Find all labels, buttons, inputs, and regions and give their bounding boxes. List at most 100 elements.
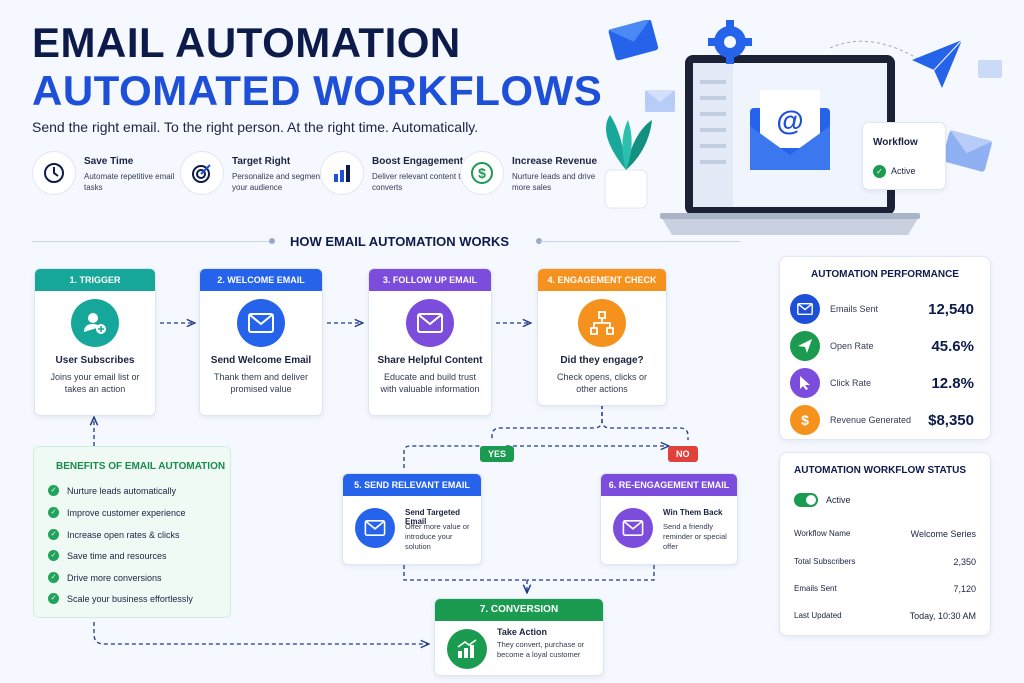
- check-icon: ✓: [48, 593, 59, 604]
- step-header: 7. CONVERSION: [435, 599, 603, 621]
- feature-increase-revenue: $ Increase Revenue Nurture leads and dri…: [460, 150, 610, 200]
- metric-open-rate: Open Rate 45.6%: [790, 328, 980, 364]
- step-desc: Educate and build trust with valuable in…: [380, 372, 480, 395]
- cursor-icon: [790, 368, 820, 398]
- check-icon: ✓: [48, 507, 59, 518]
- status-row: Emails Sent 7,120: [794, 584, 976, 594]
- branch-yes-badge: YES: [480, 446, 515, 462]
- step-follow-up-email: 3. FOLLOW UP EMAIL Share Helpful Content…: [368, 268, 492, 416]
- benefit-item: ✓ Scale your business effortlessly: [48, 593, 193, 604]
- metric-label: Click Rate: [830, 378, 872, 388]
- workflow-status-panel: AUTOMATION WORKFLOW STATUS Active Workfl…: [779, 452, 991, 636]
- metric-label: Open Rate: [830, 341, 874, 351]
- check-icon: ✓: [873, 165, 886, 178]
- step-title: Did they engage?: [560, 355, 644, 366]
- paper-plane-icon: [790, 331, 820, 361]
- benefits-title: BENEFITS OF EMAIL AUTOMATION: [56, 461, 226, 472]
- divider-dot: [269, 238, 275, 244]
- divider-right: [540, 241, 740, 242]
- workflow-badge-status: Active: [891, 166, 916, 176]
- step-header: 4. ENGAGEMENT CHECK: [538, 269, 666, 291]
- check-icon: ✓: [48, 572, 59, 583]
- envelope-icon: [406, 299, 454, 347]
- step-desc: Check opens, clicks or other actions: [556, 372, 648, 395]
- benefit-item: ✓ Nurture leads automatically: [48, 485, 176, 496]
- tagline: Send the right email. To the right perso…: [32, 119, 479, 135]
- user-add-icon: [71, 299, 119, 347]
- status-label: Emails Sent: [794, 584, 837, 593]
- metric-value: 12.8%: [931, 374, 974, 392]
- branch-icon: [578, 299, 626, 347]
- step-re-engagement-email: 6. RE-ENGAGEMENT EMAIL Win Them Back Sen…: [600, 473, 738, 565]
- step-title: Share Helpful Content: [377, 355, 483, 366]
- step-conversion: 7. CONVERSION Take Action They convert, …: [434, 598, 604, 676]
- benefit-label: Increase open rates & clicks: [67, 529, 180, 540]
- bar-chart-icon: [320, 151, 364, 195]
- benefit-label: Save time and resources: [67, 550, 167, 561]
- title-line-2: AUTOMATED WORKFLOWS: [32, 67, 603, 114]
- step-desc: Thank them and deliver promised value: [213, 372, 309, 395]
- step-title: Win Them Back: [663, 508, 723, 517]
- workflow-badge-label: Workflow: [873, 137, 918, 148]
- feature-save-time: Save Time Automate repetitive email task…: [32, 150, 182, 200]
- benefit-label: Scale your business effortlessly: [67, 593, 193, 604]
- check-icon: ✓: [48, 550, 59, 561]
- metric-value: 12,540: [928, 300, 974, 318]
- step-header: 2. WELCOME EMAIL: [200, 269, 322, 291]
- benefit-item: ✓ Drive more conversions: [48, 572, 162, 583]
- feature-desc: Automate repetitive email tasks: [84, 172, 175, 193]
- benefit-label: Improve customer experience: [67, 507, 186, 518]
- benefit-label: Nurture leads automatically: [67, 485, 177, 496]
- status-label: Total Subscribers: [794, 557, 856, 566]
- step-desc: Offer more value or introduce your solut…: [405, 522, 470, 552]
- metric-value: $8,350: [928, 411, 974, 429]
- step-header: 3. FOLLOW UP EMAIL: [369, 269, 491, 291]
- laptop-illustration: @: [604, 20, 1002, 235]
- svg-text:@: @: [776, 105, 803, 136]
- benefit-item: ✓Increase open rates & clicks: [48, 529, 180, 540]
- feature-boost-engagement: Boost Engagement Deliver relevant conten…: [320, 150, 472, 200]
- step-title: User Subscribes: [55, 355, 135, 366]
- benefit-item: ✓ Improve customer experience: [48, 507, 186, 518]
- envelope-icon: [613, 508, 653, 548]
- step-header: 1. TRIGGER: [35, 269, 155, 291]
- toggle-label: Active: [826, 495, 851, 505]
- status-label: Workflow Name: [794, 529, 851, 538]
- feature-title: Increase Revenue: [512, 156, 598, 167]
- check-icon: ✓: [48, 485, 59, 496]
- clock-icon: [32, 151, 76, 195]
- envelope-icon: [355, 508, 395, 548]
- step-trigger: 1. TRIGGER User Subscribes Joins your em…: [34, 268, 156, 416]
- metric-emails-sent: Emails Sent 12,540: [790, 291, 980, 327]
- metric-label: Emails Sent: [830, 304, 879, 314]
- status-value: Welcome Series: [910, 529, 976, 539]
- workflow-status-title: AUTOMATION WORKFLOW STATUS: [794, 465, 967, 476]
- step-title: Send Targeted Email: [405, 508, 460, 526]
- dollar-icon: $: [460, 151, 504, 195]
- step-desc: Send a friendly reminder or special offe…: [663, 522, 727, 552]
- feature-desc: Nurture leads and drive more sales: [512, 172, 596, 193]
- status-value: Today, 10:30 AM: [909, 611, 976, 621]
- benefit-item: ✓ Save time and resources: [48, 550, 167, 561]
- step-desc: They convert, purchase or become a loyal…: [497, 640, 585, 660]
- step-desc: Joins your email list or takes an action: [50, 372, 140, 395]
- feature-title: Boost Engagement: [372, 156, 464, 167]
- status-label: Last Updated: [794, 611, 842, 620]
- active-toggle[interactable]: [794, 493, 818, 507]
- metric-click-rate: Click Rate 12.8%: [790, 365, 980, 401]
- status-row: Last Updated Today, 10:30 AM: [794, 611, 976, 621]
- divider-left: [32, 241, 272, 242]
- step-title: Take Action: [497, 627, 548, 637]
- dollar-icon: $: [790, 405, 820, 435]
- feature-desc: Personalize and segment your audience: [232, 172, 323, 193]
- performance-panel: AUTOMATION PERFORMANCE Emails Sent 12,54…: [779, 256, 991, 440]
- step-welcome-email: 2. WELCOME EMAIL Send Welcome Email Than…: [199, 268, 323, 416]
- status-value: 7,120: [953, 584, 976, 594]
- benefit-label: Drive more conversions: [67, 572, 162, 583]
- title-line-1: EMAIL AUTOMATION: [32, 19, 461, 66]
- performance-title: AUTOMATION PERFORMANCE: [811, 269, 959, 280]
- step-send-relevant-email: 5. SEND RELEVANT EMAIL Send Targeted Ema…: [342, 473, 482, 565]
- step-header: 6. RE-ENGAGEMENT EMAIL: [601, 474, 737, 496]
- section-title: HOW EMAIL AUTOMATION WORKS: [290, 234, 510, 249]
